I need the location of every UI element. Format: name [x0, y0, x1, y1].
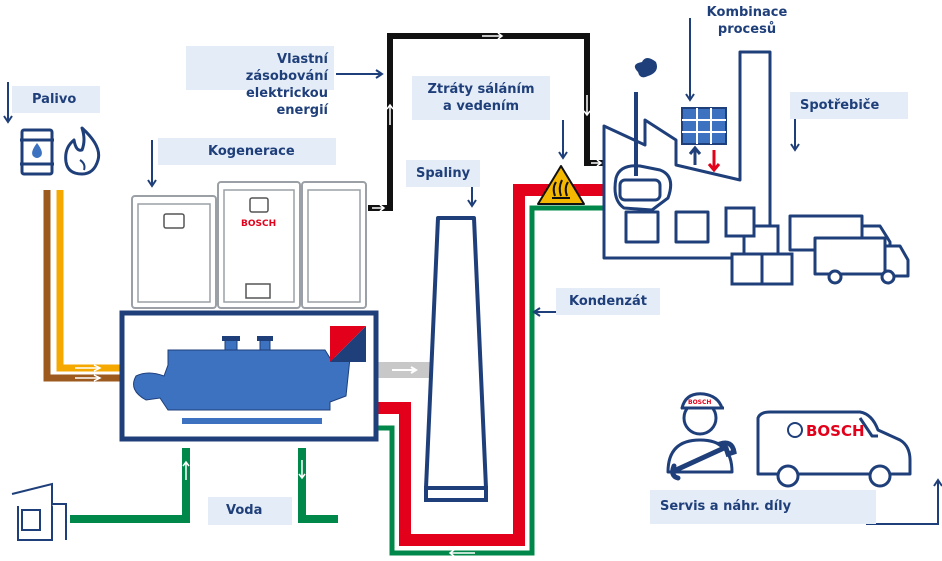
label-vlastni-zasobovani: Vlastní zásobování elektrickou energií [186, 46, 334, 118]
condensate-line [376, 205, 605, 557]
label-ztraty-line2: a vedením [443, 99, 519, 114]
chp-enclosure [131, 181, 367, 309]
cap-brand-logo: BOSCH [688, 399, 712, 406]
label-vlastni-line1: Vlastní zásobování [245, 52, 328, 84]
label-vlastni-line2: elektrickou energií [245, 86, 328, 118]
oil-barrel-icon [20, 128, 54, 176]
van-icon [756, 410, 912, 488]
label-spotrebice: Spotřebiče [790, 92, 908, 119]
fuel-line [43, 190, 120, 382]
consumer-boxes [724, 206, 794, 286]
label-spaliny: Spaliny [406, 160, 480, 187]
warning-heat-icon [537, 165, 585, 205]
exhaust-duct [376, 362, 436, 378]
label-ztraty: Ztráty sáláním a vedením [412, 76, 550, 120]
wrench-icon [670, 440, 737, 481]
house-icon [11, 482, 67, 541]
label-kombinace-procesu: Kombinace procesů [704, 4, 790, 38]
solar-panel-icon [681, 107, 727, 173]
label-kogenerace: Kogenerace [158, 138, 336, 165]
chimney [424, 216, 488, 502]
truck-icon [788, 214, 910, 285]
flame-icon [64, 126, 101, 176]
label-ztraty-line1: Ztráty sáláním [427, 82, 535, 97]
smoke [634, 58, 657, 78]
engine-box [119, 310, 379, 442]
label-kombinace-line1: Kombinace [706, 5, 788, 20]
label-kombinace-line2: procesů [717, 22, 777, 37]
electricity-line [368, 32, 605, 212]
van-brand-logo: BOSCH [806, 422, 865, 440]
chp-brand-logo: BOSCH [241, 219, 277, 229]
label-palivo: Palivo [12, 86, 100, 113]
label-voda: Voda [208, 497, 292, 525]
label-servis: Servis a náhr. díly [650, 490, 876, 524]
label-kondenzat: Kondenzát [556, 288, 660, 315]
steam-line [376, 184, 605, 546]
water-line [70, 448, 338, 523]
